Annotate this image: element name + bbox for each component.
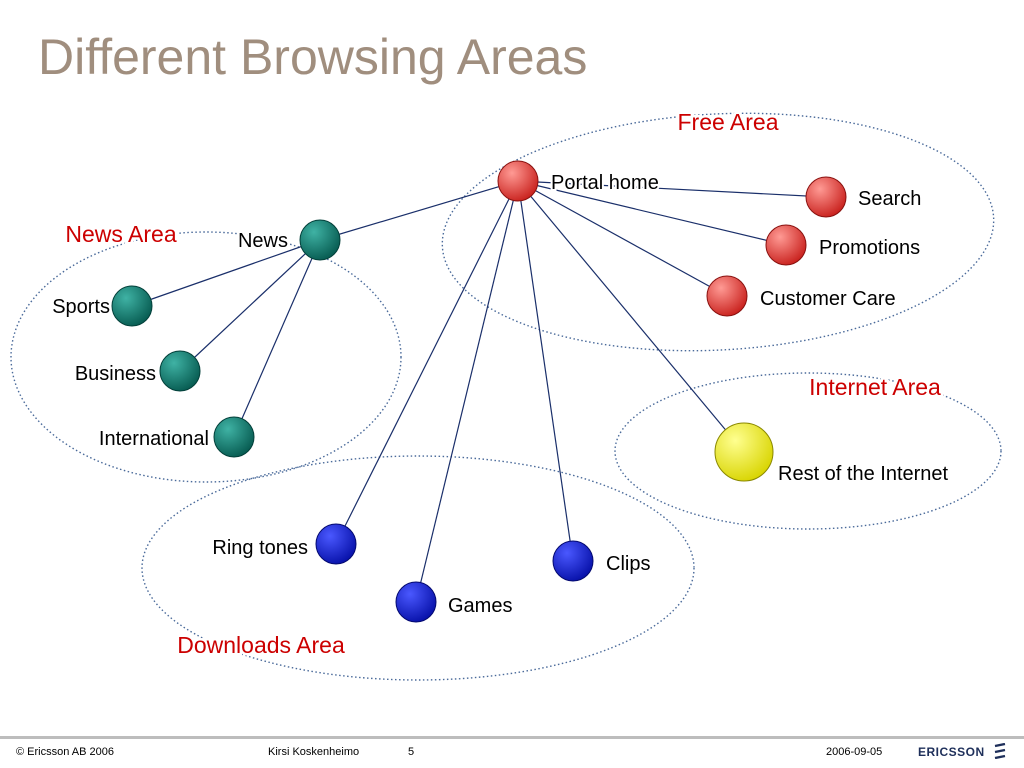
ericsson-logo-icon: [994, 742, 1005, 760]
promotions-node: [765, 224, 807, 266]
search-label: Search: [858, 188, 921, 210]
portal-home-label: Portal home: [551, 172, 659, 194]
news-area-boundary: [10, 231, 402, 483]
rest-of-internet-label: Rest of the Internet: [778, 463, 949, 485]
footer-copyright: © Ericsson AB 2006: [16, 746, 114, 758]
edge-news-to-sports: [131, 239, 321, 307]
customer-care-node: [706, 275, 748, 317]
clips-node: [552, 540, 594, 582]
edge-portal-home-to-news: [319, 180, 519, 241]
news-area-label: News Area: [65, 221, 176, 247]
footer-rule: [0, 736, 1024, 739]
ring-tones-node: [315, 523, 357, 565]
edge-portal-home-to-promotions: [517, 180, 787, 246]
news-node: [299, 219, 341, 261]
portal-home-node: [497, 160, 539, 202]
business-node: [159, 350, 201, 392]
business-label: Business: [75, 363, 156, 385]
search-node: [805, 176, 847, 218]
sports-label: Sports: [52, 296, 110, 318]
internet-area-label: Internet Area: [809, 374, 941, 400]
edge-portal-home-to-ring-tones: [335, 180, 519, 545]
free-area-label: Free Area: [678, 109, 779, 135]
clips-label: Clips: [606, 553, 650, 575]
news-label: News: [238, 230, 288, 252]
edge-portal-home-to-clips: [517, 180, 574, 562]
footer-author: Kirsi Koskenheimo: [268, 746, 360, 758]
customer-care-label: Customer Care: [760, 288, 896, 310]
edge-portal-home-to-search: [517, 180, 827, 198]
edge-portal-home-to-rest-of-internet: [517, 180, 745, 453]
games-node: [395, 581, 437, 623]
ericsson-logo-text: ERICSSON: [918, 745, 985, 759]
edge-portal-home-to-games: [415, 180, 519, 603]
internet-area-boundary: [614, 372, 1002, 530]
sports-node: [111, 285, 153, 327]
edge-news-to-business: [179, 239, 321, 372]
ring-tones-label: Ring tones: [212, 537, 308, 559]
downloads-area-label: Downloads Area: [177, 632, 345, 658]
international-label: International: [99, 428, 209, 450]
free-area-boundary: [441, 112, 995, 352]
footer-page-number: 5: [408, 746, 415, 758]
international-node: [213, 416, 255, 458]
downloads-area-boundary: [141, 455, 695, 681]
footer-date: 2006-09-05: [826, 746, 883, 758]
edge-news-to-international: [233, 239, 321, 438]
edge-portal-home-to-customer-care: [517, 180, 728, 297]
promotions-label: Promotions: [819, 237, 920, 259]
ericsson-logo: ERICSSON: [918, 742, 1007, 760]
rest-of-internet-node: [714, 422, 774, 482]
slide-title: Different Browsing Areas: [38, 29, 588, 85]
games-label: Games: [448, 595, 512, 617]
